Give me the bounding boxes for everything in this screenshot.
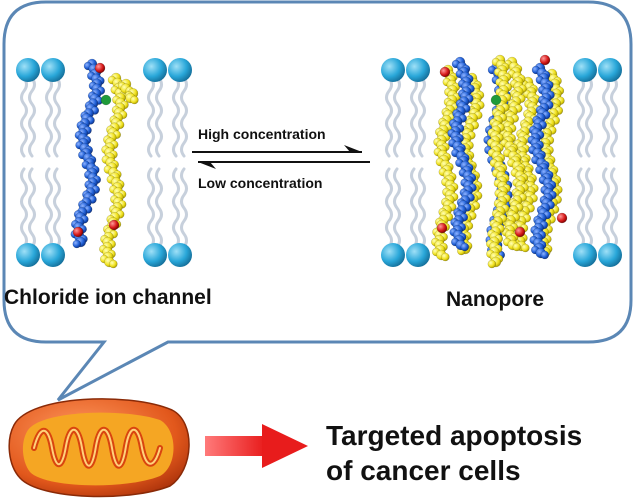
lipid-bilayer-right-outer xyxy=(573,58,622,267)
lipid-bilayer-left-inner xyxy=(143,58,192,267)
lipid-bilayer-right-inner xyxy=(381,58,430,267)
equilibrium-arrows xyxy=(192,145,370,169)
lipid-bilayer-left-outer xyxy=(16,58,65,267)
nanopore-label: Nanopore xyxy=(446,288,545,311)
low-concentration-label: Low concentration xyxy=(198,175,323,191)
speech-bubble xyxy=(2,0,633,402)
chloride-channel-molecule xyxy=(70,58,139,269)
result-arrow-icon xyxy=(205,424,308,468)
high-concentration-label: High concentration xyxy=(198,126,326,142)
mitochondrion-icon xyxy=(8,398,190,498)
chloride-channel-label: Chloride ion channel xyxy=(4,286,212,309)
nanopore-molecule xyxy=(431,54,568,269)
outcome-label-line1: Targeted apoptosis xyxy=(326,420,583,451)
outcome-label-line2: of cancer cells xyxy=(326,455,521,486)
